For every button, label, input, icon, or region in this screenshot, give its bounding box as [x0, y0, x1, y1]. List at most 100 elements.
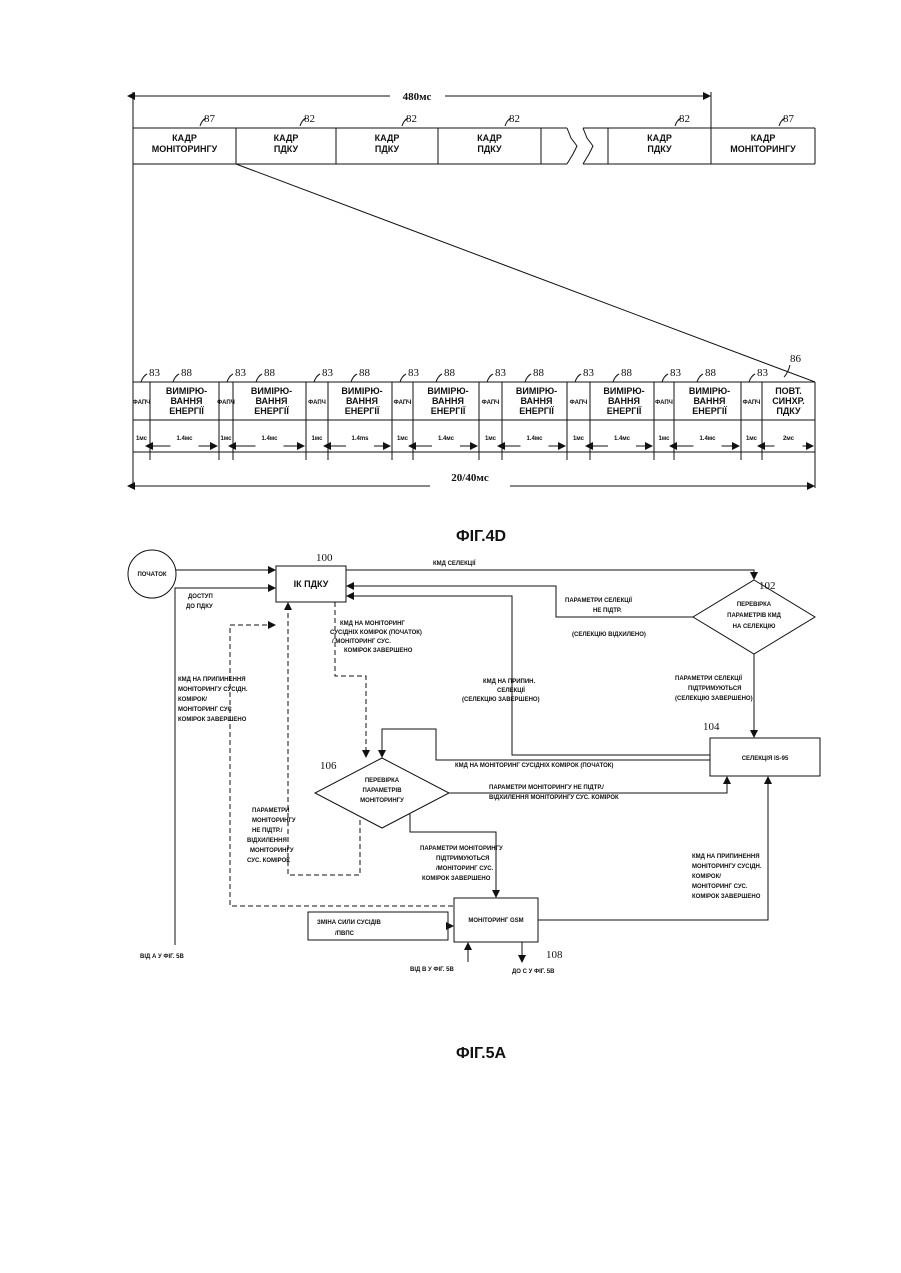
slot-duration: 1.4мс — [699, 436, 716, 442]
svg-text:ЕНЕРГІЇ: ЕНЕРГІЇ — [607, 406, 642, 416]
svg-text:ЗМІНА СИЛИ СУСІДІВ: ЗМІНА СИЛИ СУСІДІВ — [317, 920, 382, 926]
svg-text:ДОСТУП: ДОСТУП — [188, 594, 213, 600]
slot-ref: 83 — [149, 367, 161, 379]
figure-5a: ПОЧАТОК ІК ПДКУ 100 ПЕРЕВІРКА ПАРАМЕТРІВ… — [128, 550, 820, 1062]
svg-text:(СЕЛЕКЦІЮ ЗАВЕРШЕНО): (СЕЛЕКЦІЮ ЗАВЕРШЕНО) — [675, 696, 753, 702]
frame-ref: 82 — [406, 113, 417, 125]
svg-text:ДО ПДКУ: ДО ПДКУ — [186, 604, 213, 610]
top-frame: КАДРМОНІТОРИНГУ87 — [152, 113, 218, 154]
ref-86: 86 — [790, 353, 802, 365]
svg-text:ВІДХИЛЕННЯ: ВІДХИЛЕННЯ — [247, 838, 287, 844]
fapch-slot: ФАПЧ 83 — [133, 367, 161, 406]
svg-text:ЕНЕРГІЇ: ЕНЕРГІЇ — [169, 406, 204, 416]
svg-text:ФАПЧ: ФАПЧ — [655, 400, 673, 406]
slot-duration: 1.4мс — [526, 436, 543, 442]
energy-measure-slot: ВИМІРЮ-ВАННЯЕНЕРГІЇ88 — [341, 367, 382, 416]
ref-104: 104 — [703, 721, 720, 733]
svg-text:КОМІРОК/: КОМІРОК/ — [692, 874, 721, 880]
svg-text:(СЕЛЕКЦІЮ ВІДХИЛЕНО): (СЕЛЕКЦІЮ ВІДХИЛЕНО) — [572, 632, 646, 638]
frame-label: КАДР — [477, 133, 502, 143]
svg-text:ЕНЕРГІЇ: ЕНЕРГІЇ — [431, 406, 466, 416]
slot-ref: 88 — [264, 367, 276, 379]
fapch-slot: ФАПЧ83 — [570, 367, 595, 406]
slot-ref: 83 — [670, 367, 682, 379]
svg-text:ВИМІРЮ-: ВИМІРЮ- — [427, 386, 468, 396]
svg-text:ПАРАМЕТРИ МОНІТОРИНГУ НЕ ПІДТР: ПАРАМЕТРИ МОНІТОРИНГУ НЕ ПІДТР./ — [489, 785, 604, 791]
svg-text:НА СЕЛЕКЦІЮ: НА СЕЛЕКЦІЮ — [733, 624, 776, 630]
svg-text:ПЕРЕВІРКА: ПЕРЕВІРКА — [737, 602, 772, 608]
svg-text:ПОВТ.: ПОВТ. — [775, 386, 802, 396]
svg-text:ФАПЧ: ФАПЧ — [308, 400, 326, 406]
svg-text:ВАННЯ: ВАННЯ — [693, 396, 725, 406]
frame-label: ПДКУ — [375, 144, 400, 154]
slot-ref: 88 — [444, 367, 456, 379]
svg-text:КОМІРОК ЗАВЕРШЕНО: КОМІРОК ЗАВЕРШЕНО — [692, 894, 761, 900]
svg-text:ПАРАМЕТРІВ КМД: ПАРАМЕТРІВ КМД — [727, 613, 781, 619]
energy-measure-slot: ВИМІРЮ-ВАННЯЕНЕРГІЇ88 — [516, 367, 557, 416]
fapch-slot: ФАПЧ 83 — [394, 367, 420, 406]
svg-text:МОНІТОРИНГ GSM: МОНІТОРИНГ GSM — [468, 918, 523, 924]
svg-text:ПАРАМЕТРИ СЕЛЕКЦІЇ: ПАРАМЕТРИ СЕЛЕКЦІЇ — [675, 675, 742, 682]
slot-ref: 83 — [322, 367, 334, 379]
frame-ref: 87 — [783, 113, 795, 125]
energy-measure-slot: ВИМІРЮ-ВАННЯЕНЕРГІЇ88 — [689, 367, 730, 416]
top-frame: КАДРПДКУ82 — [375, 113, 417, 154]
top-frame: КАДРМОНІТОРИНГУ87 — [730, 113, 796, 154]
svg-text:ФАПЧ: ФАПЧ — [394, 400, 412, 406]
start-node: ПОЧАТОК — [128, 550, 176, 598]
svg-text:КМД НА МОНІТОРИНГ СУСІДНІХ КОМ: КМД НА МОНІТОРИНГ СУСІДНІХ КОМІРОК (ПОЧА… — [455, 763, 613, 769]
label-to-c: ДО С У ФІГ. 5В — [512, 969, 555, 975]
frame-label: ПДКУ — [477, 144, 502, 154]
svg-text:СЕЛЕКЦІЯ IS-95: СЕЛЕКЦІЯ IS-95 — [742, 756, 789, 762]
svg-text:ЕНЕРГІЇ: ЕНЕРГІЇ — [254, 406, 289, 416]
energy-measure-slot: ВИМІРЮ-ВАННЯЕНЕРГІЇ88 — [166, 367, 207, 416]
svg-text:ФАПЧ: ФАПЧ — [133, 400, 151, 406]
label-cmd-selection: КМД СЕЛЕКЦІЇ — [433, 560, 476, 567]
ref-108: 108 — [546, 949, 563, 961]
svg-text:МОНІТОРИНГУ СУСІДН.: МОНІТОРИНГУ СУСІДН. — [692, 864, 762, 870]
slot-duration: 1мс — [220, 436, 232, 442]
frame-ref: 87 — [204, 113, 216, 125]
svg-text:ВАННЯ: ВАННЯ — [432, 396, 464, 406]
check-monitoring-diamond: ПЕРЕВІРКА ПАРАМЕТРІВ МОНІТОРИНГУ 106 — [315, 758, 449, 828]
frame-label: КАДР — [274, 133, 299, 143]
svg-text:СИНХР.: СИНХР. — [772, 396, 805, 406]
svg-text:ВІДХИЛЕННЯ МОНІТОРИНГУ СУС. КО: ВІДХИЛЕННЯ МОНІТОРИНГУ СУС. КОМІРОК — [489, 795, 619, 801]
figure-4d: 480мс КАДРМОНІТОРИНГУ87КАДРПДКУ82КАДРПДК… — [133, 91, 815, 545]
energy-measure-slot: ВИМІРЮ-ВАННЯЕНЕРГІЇ 88 — [427, 367, 468, 416]
fapch-slot: ФАПЧ 83 — [308, 367, 333, 406]
slot-ref: 83 — [583, 367, 595, 379]
frame-ref: 82 — [679, 113, 690, 125]
svg-text:ФАПЧ: ФАПЧ — [743, 400, 761, 406]
fapch-slot: ФАПЧ83 — [743, 367, 769, 406]
svg-text:МОНІТОРИНГУ: МОНІТОРИНГУ — [252, 818, 296, 824]
frame-label: ПДКУ — [274, 144, 299, 154]
svg-text:МОНІТОРИНГУ: МОНІТОРИНГУ — [360, 798, 404, 804]
slot-ref: 88 — [181, 367, 193, 379]
slot-ref: 83 — [235, 367, 247, 379]
svg-text:КМД НА ПРИПИНЕННЯ: КМД НА ПРИПИНЕННЯ — [178, 677, 246, 683]
slot-ref: 83 — [408, 367, 420, 379]
svg-text:ПДКУ: ПДКУ — [776, 406, 801, 416]
svg-text:МОНІТОРИНГ СУС.: МОНІТОРИНГ СУС. — [692, 884, 748, 890]
svg-text:КОМІРОК ЗАВЕРШЕНО: КОМІРОК ЗАВЕРШЕНО — [178, 717, 247, 723]
slot-ref: 88 — [533, 367, 545, 379]
slot-ref: 88 — [359, 367, 371, 379]
svg-text:ПАРАМЕТРИ МОНІТОРИНГУ: ПАРАМЕТРИ МОНІТОРИНГУ — [420, 846, 503, 852]
svg-text:ЕНЕРГІЇ: ЕНЕРГІЇ — [692, 406, 727, 416]
fapch-slot: ФАПЧ 83 — [655, 367, 681, 406]
svg-text:(СЕЛЕКЦІЮ ЗАВЕРШЕНО): (СЕЛЕКЦІЮ ЗАВЕРШЕНО) — [462, 697, 540, 703]
slot-duration: 1мс — [485, 436, 497, 442]
svg-text:ПАРАМЕТРИ: ПАРАМЕТРИ — [252, 808, 289, 814]
svg-text:КМД НА ПРИПИНЕННЯ: КМД НА ПРИПИНЕННЯ — [692, 854, 760, 860]
slot-duration: 1.4мс — [614, 436, 631, 442]
slot-duration: 1.4мс — [261, 436, 278, 442]
frame-ref: 82 — [304, 113, 315, 125]
resync-slot: ПОВТ.СИНХР.ПДКУ 86 — [772, 353, 805, 416]
slot-duration: 1.4мс — [176, 436, 193, 442]
svg-text:ПОЧАТОК: ПОЧАТОК — [137, 572, 166, 578]
energy-measure-slot: ВИМІРЮ-ВАННЯЕНЕРГІЇ88 — [603, 367, 644, 416]
svg-text:ВАННЯ: ВАННЯ — [255, 396, 287, 406]
neighbor-power-box: ЗМІНА СИЛИ СУСІДІВ /ПВПС — [308, 912, 448, 940]
